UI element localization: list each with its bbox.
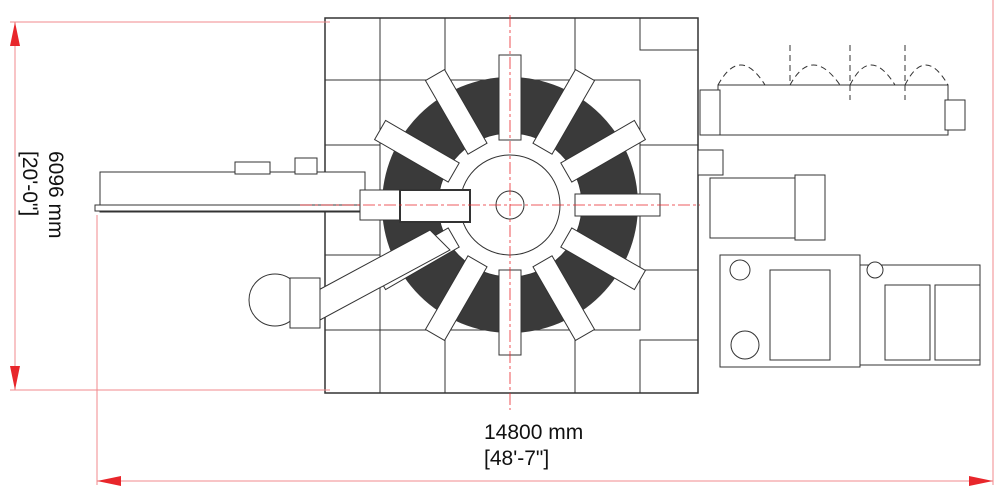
centerlines bbox=[300, 15, 700, 410]
carousel-arm bbox=[532, 255, 596, 342]
infeed-chute bbox=[248, 229, 451, 329]
right-middle-unit bbox=[697, 149, 826, 241]
carousel-arm bbox=[424, 255, 488, 342]
width-metric: 14800 mm bbox=[484, 421, 584, 444]
right-top-unit bbox=[699, 45, 966, 136]
width-dimension-label: 14800 mm [48'-7"] bbox=[484, 420, 583, 472]
carousel-arm bbox=[560, 119, 647, 183]
height-metric: 6096 mm bbox=[44, 151, 67, 239]
left-conveyor bbox=[94, 157, 471, 223]
carousel-arm bbox=[498, 54, 522, 141]
carousel-arm bbox=[532, 68, 596, 155]
carousel-arm bbox=[424, 68, 488, 155]
control-unit bbox=[719, 254, 981, 368]
height-dimension-label: 6096 mm [20'-0"] bbox=[16, 151, 68, 271]
dimension-lines bbox=[10, 0, 994, 486]
height-imperial: [20'-0"] bbox=[18, 151, 41, 217]
carousel-arms bbox=[359, 54, 661, 356]
carousel-arm bbox=[560, 227, 647, 291]
width-imperial: [48'-7"] bbox=[484, 447, 550, 470]
carousel-arm bbox=[373, 119, 460, 183]
